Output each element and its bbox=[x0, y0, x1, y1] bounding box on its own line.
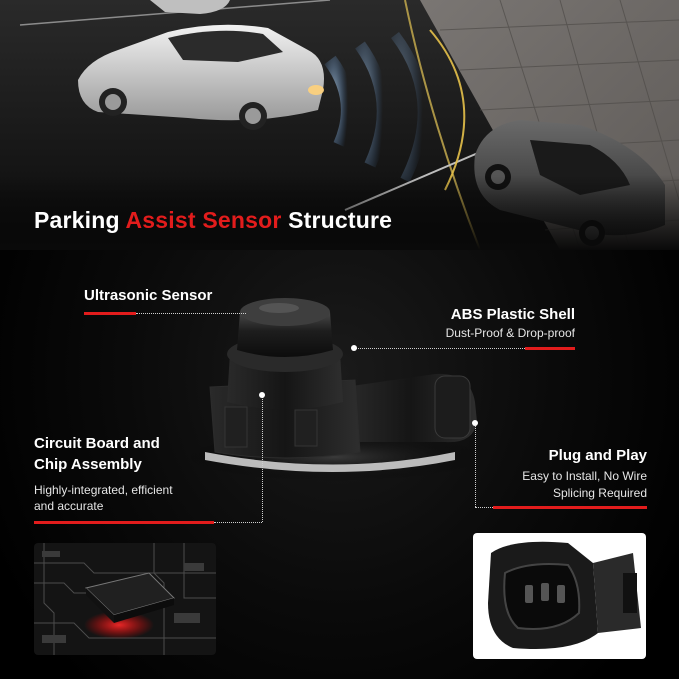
circuit-board-photo bbox=[34, 543, 216, 655]
ultrasonic-leader-line bbox=[136, 313, 246, 314]
plug-and-play-description-line-2: Splicing Required bbox=[552, 486, 647, 500]
abs-shell-label: ABS Plastic Shell bbox=[450, 306, 575, 323]
page-title: Parking Assist Sensor Structure bbox=[34, 207, 392, 234]
connector-plug-photo bbox=[473, 533, 646, 659]
plug-and-play-leader-vertical bbox=[475, 424, 476, 507]
circuit-board-pin bbox=[259, 392, 265, 398]
title-highlight: Assist Sensor bbox=[125, 207, 282, 233]
circuit-board-label-line-1: Circuit Board and bbox=[34, 435, 160, 452]
title-part-3: Structure bbox=[281, 207, 393, 233]
circuit-board-description-line-1: Highly-integrated, efficient bbox=[34, 483, 173, 497]
parking-scene-illustration bbox=[0, 0, 679, 250]
abs-shell-pin bbox=[351, 345, 357, 351]
circuit-board-leader-vertical bbox=[262, 396, 263, 522]
circuit-board-description-line-2: and accurate bbox=[34, 499, 104, 513]
circuit-board-leader-horizontal bbox=[214, 522, 262, 523]
abs-shell-accent-bar bbox=[525, 347, 575, 350]
abs-shell-leader-line bbox=[355, 348, 525, 349]
circuit-board-label-line-2: Chip Assembly bbox=[34, 456, 142, 473]
circuit-board-accent-bar bbox=[34, 521, 214, 524]
plug-and-play-description-line-1: Easy to Install, No Wire bbox=[522, 469, 647, 483]
parking-sensor-image bbox=[185, 298, 485, 481]
abs-shell-description: Dust-Proof & Drop-proof bbox=[445, 326, 575, 340]
ultrasonic-sensor-label: Ultrasonic Sensor bbox=[84, 287, 213, 304]
plug-and-play-pin bbox=[472, 420, 478, 426]
ultrasonic-accent-bar bbox=[84, 312, 136, 315]
title-part-1: Parking bbox=[34, 207, 126, 233]
plug-and-play-label: Plug and Play bbox=[548, 447, 647, 464]
plug-and-play-leader-horizontal bbox=[475, 507, 493, 508]
white-car bbox=[78, 24, 324, 130]
plug-and-play-accent-bar bbox=[493, 506, 647, 509]
